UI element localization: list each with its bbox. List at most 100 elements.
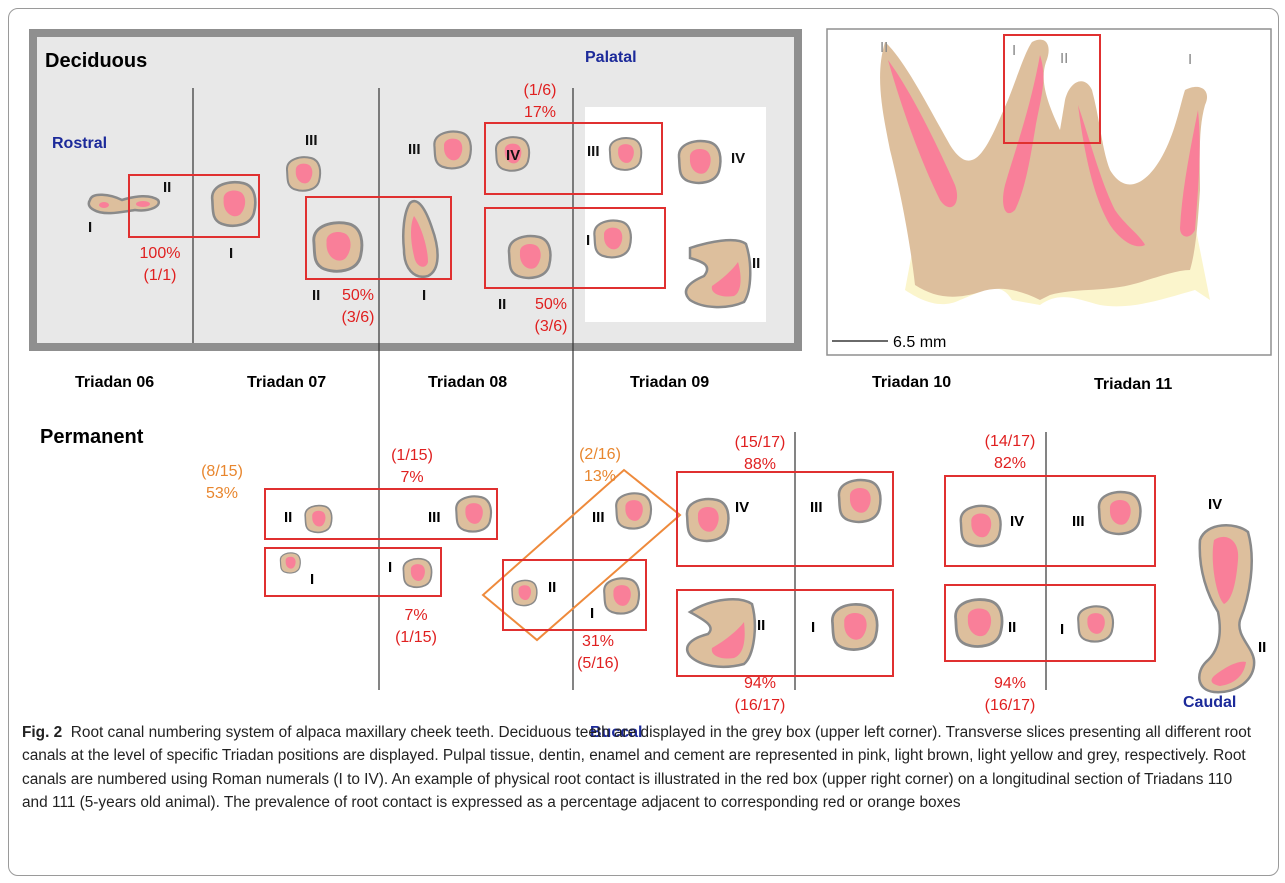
p06-frac: (8/15)	[201, 463, 243, 480]
dec09-label-III: III	[587, 143, 600, 160]
perm-06-07-top-box	[264, 488, 498, 540]
perm-10-top-box	[944, 475, 1156, 567]
perm-09-root-II	[685, 598, 757, 668]
direction-buccal: Buccal	[590, 724, 642, 741]
caption-label: Fig. 2	[22, 724, 63, 741]
deciduous-08-09-top-contact-box	[484, 122, 663, 195]
dec06-label-I: I	[88, 219, 92, 236]
p07-top-pct: 7%	[400, 469, 423, 486]
perm-09-top-box	[676, 471, 894, 567]
perm-08-root-III-blob	[614, 491, 653, 531]
p08-bot-pct: 31%	[582, 633, 614, 650]
perm-07-root-III-blob	[455, 495, 493, 533]
p09-label-I: I	[811, 619, 815, 636]
triadan-09-label: Triadan 09	[630, 374, 709, 391]
direction-palatal: Palatal	[585, 49, 637, 66]
p10-top-frac: (14/17)	[985, 433, 1036, 450]
p06-label-II: II	[284, 509, 292, 526]
p10-label-I: I	[1060, 621, 1064, 638]
perm-08-root-II-blob	[511, 579, 538, 607]
p07-top-frac: (1/15)	[391, 447, 433, 464]
dec06-frac: (1/1)	[144, 267, 177, 284]
deciduous-06-root-I-II	[87, 193, 160, 215]
perm-11-roots	[1198, 524, 1256, 694]
dec08-label-IV: IV	[506, 147, 520, 164]
perm-10-root-I-blob	[1076, 605, 1115, 643]
deciduous-09-root-IV-blob	[677, 139, 723, 185]
p09-label-III: III	[810, 499, 823, 516]
triadan-07-label: Triadan 07	[247, 374, 326, 391]
p09-top-pct: 88%	[744, 456, 776, 473]
longitudinal-section-image	[880, 39, 1210, 307]
p10-bot-pct: 94%	[994, 675, 1026, 692]
dec07-pct: 50%	[342, 287, 374, 304]
perm-09-root-I-blob	[830, 602, 879, 652]
perm-08-orange-box	[481, 468, 682, 642]
p10-label-III: III	[1072, 513, 1085, 530]
perm-09-root-IV-blob	[687, 499, 728, 541]
deciduous-06-root-I-blob	[210, 180, 257, 228]
p08-bot-frac: (5/16)	[577, 655, 619, 672]
long-label-II-mid: II	[1060, 50, 1068, 67]
deciduous-08-root-II-blob	[507, 234, 552, 280]
perm-09-root-III-blob	[837, 478, 882, 524]
triadan-06-label: Triadan 06	[75, 374, 154, 391]
p08-label-II: II	[548, 579, 556, 596]
perm-06-07-bottom-box	[264, 547, 442, 597]
p07-bot-pct: 7%	[404, 607, 427, 624]
p08-label-I: I	[590, 605, 594, 622]
perm-10-root-II-blob	[953, 597, 1004, 649]
dec09-label-I: I	[586, 232, 590, 249]
heading-permanent: Permanent	[40, 426, 144, 448]
dec06-label-I2: I	[229, 245, 233, 262]
p08-label-III: III	[592, 509, 605, 526]
perm-09-bottom-box	[676, 589, 894, 677]
long-label-I-mid: I	[1012, 42, 1016, 59]
dec08-top-frac: (1/6)	[524, 82, 557, 99]
dec08-top-pct: 17%	[524, 104, 556, 121]
deciduous-09-root-II	[684, 238, 752, 309]
p09-top-frac: (15/17)	[735, 434, 786, 451]
perm-08-red-box	[502, 559, 647, 631]
dec09-label-II: II	[752, 255, 760, 272]
dec07-label-III: III	[305, 132, 318, 149]
p11-label-II: II	[1258, 639, 1266, 656]
dec08-label-II: II	[498, 296, 506, 313]
deciduous-08-root-III-blob	[433, 130, 472, 170]
triadan-08-label: Triadan 08	[428, 374, 507, 391]
p09-bot-pct: 94%	[744, 675, 776, 692]
dec06-pct: 100%	[140, 245, 181, 262]
deciduous-08-09-bottom-contact-box	[484, 207, 666, 289]
p10-label-II: II	[1008, 619, 1016, 636]
dec07-label-II: II	[312, 287, 320, 304]
triadan-10-label: Triadan 10	[872, 374, 951, 391]
p07-label-I: I	[388, 559, 392, 576]
dec08-label-III: III	[408, 141, 421, 158]
perm-07-root-I-blob	[402, 557, 433, 589]
dec07-label-I: I	[422, 287, 426, 304]
p06-label-I: I	[310, 571, 314, 588]
deciduous-07-contact-box	[305, 196, 452, 280]
heading-deciduous: Deciduous	[45, 50, 147, 72]
deciduous-07-root-II-blob	[312, 221, 364, 273]
perm-10-root-III-blob	[1097, 490, 1143, 536]
root-contact-example-box	[1003, 34, 1101, 144]
dec06-label-II: II	[163, 179, 171, 196]
p10-label-IV: IV	[1010, 513, 1024, 530]
p06-pct: 53%	[206, 485, 238, 502]
triadan-11-label: Triadan 11	[1094, 376, 1172, 393]
perm-10-bottom-box	[944, 584, 1156, 662]
p08-top-frac: (2/16)	[579, 446, 621, 463]
deciduous-07-root-III-blob	[285, 156, 322, 192]
p11-label-IV: IV	[1208, 496, 1222, 513]
p09-label-II: II	[757, 617, 765, 634]
p07-bot-frac: (1/15)	[395, 629, 437, 646]
perm-06-root-II-blob	[304, 504, 333, 534]
perm-08-root-I-blob	[602, 576, 641, 616]
perm-10-root-IV-blob	[958, 504, 1003, 548]
scale-bar-label: 6.5 mm	[893, 334, 946, 351]
deciduous-07-root-I	[402, 200, 439, 279]
dec09-label-IV: IV	[731, 150, 745, 167]
deciduous-09-root-III-blob	[608, 136, 643, 172]
